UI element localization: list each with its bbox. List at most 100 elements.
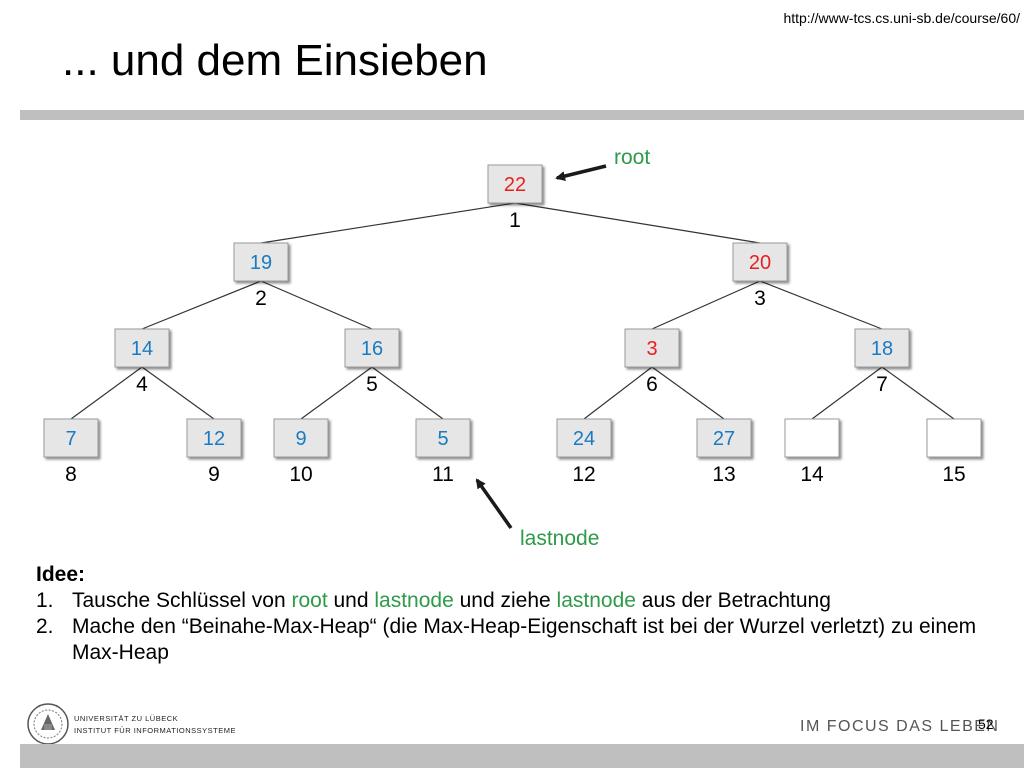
idea-heading: Idee:: [36, 563, 86, 586]
node-key: 9: [295, 428, 306, 450]
idea-text: Tausche Schlüssel von: [72, 589, 292, 612]
idea-section: Idee: 1. Tausche Schlüssel von root und …: [36, 562, 996, 666]
tree-edge: [260, 202, 516, 244]
node-box: [926, 418, 982, 458]
heap-node: 36: [624, 328, 680, 396]
node-key: 27: [713, 428, 735, 450]
tree-edge: [759, 280, 883, 330]
node-box: [854, 328, 910, 368]
footer-slogan: IM FOCUS DAS LEBEN: [800, 718, 1000, 735]
tree-edge: [514, 202, 761, 244]
tree-edge: [300, 366, 373, 420]
tree-edge: [583, 366, 653, 420]
idea-item-1: 1. Tausche Schlüssel von root und lastno…: [36, 588, 996, 614]
item-number: 2.: [36, 615, 54, 638]
university-logo: UNIVERSITÄT ZU LÜBECK INSTITUT FÜR INFOR…: [26, 702, 256, 748]
item-number: 1.: [36, 589, 54, 612]
heap-node: 14 4: [114, 328, 170, 396]
node-index: 6: [646, 373, 658, 396]
node-key: 19: [250, 252, 272, 274]
page-number: 52: [978, 716, 994, 732]
node-index: 12: [572, 463, 595, 486]
node-key: 24: [573, 428, 595, 450]
slide-title: ... und dem Einsieben: [62, 36, 488, 85]
tree-edge: [371, 366, 444, 420]
highlight-lastnode: lastnode: [374, 589, 454, 612]
node-index: 10: [289, 463, 312, 486]
logo-line-2: INSTITUT FÜR INFORMATIONSSYSTEME: [74, 726, 236, 735]
lastnode-label: lastnode: [520, 527, 599, 550]
node-index: 7: [876, 373, 888, 396]
node-key: 7: [65, 428, 76, 450]
node-box: [624, 328, 680, 368]
node-index: 3: [754, 287, 766, 310]
root-label: root: [614, 146, 650, 169]
node-box: [114, 328, 170, 368]
node-box: [784, 418, 840, 458]
idea-list: 1. Tausche Schlüssel von root und lastno…: [36, 588, 996, 666]
highlight-lastnode: lastnode: [556, 589, 636, 612]
node-box: [487, 164, 543, 204]
source-url[interactable]: http://www-tcs.cs.uni-sb.de/course/60/: [783, 10, 1020, 26]
idea-text: Mache den “Beinahe-Max-Heap“ (die Max-He…: [72, 615, 977, 664]
heap-node: 27 13: [696, 418, 752, 486]
heap-node: 14: [784, 418, 840, 486]
node-key: 14: [131, 338, 153, 360]
heap-node: 18 7: [854, 328, 910, 396]
tree-edge: [141, 366, 215, 420]
logo-line-1: UNIVERSITÄT ZU LÜBECK: [74, 714, 179, 723]
heap-node: 24 12: [556, 418, 612, 486]
node-index: 13: [712, 463, 735, 486]
node-box: [186, 418, 242, 458]
highlight-root: root: [291, 589, 328, 612]
node-box: [415, 418, 471, 458]
node-box: [732, 242, 788, 282]
tree-edge: [881, 366, 955, 420]
lastnode-arrow-icon: [475, 478, 513, 530]
tree-edge: [141, 280, 262, 330]
node-key: 18: [871, 338, 893, 360]
idea-text: aus der Betrachtung: [635, 589, 831, 612]
node-index: 4: [136, 373, 148, 396]
heap-node: 78: [43, 418, 99, 486]
node-box: [43, 418, 99, 458]
tree-edge: [260, 280, 373, 330]
heap-node: 9 10: [273, 418, 329, 486]
heap-node: 16 5: [344, 328, 400, 396]
node-box: [696, 418, 752, 458]
heap-node: 129: [186, 418, 242, 486]
node-box: [344, 328, 400, 368]
idea-text: und: [327, 589, 375, 612]
node-key: 5: [437, 428, 448, 450]
node-box: [273, 418, 329, 458]
heap-node: 19 2: [233, 242, 289, 310]
tree-edge: [651, 280, 761, 330]
node-key: 20: [749, 252, 771, 274]
tree-edge: [70, 366, 143, 420]
node-index: 8: [65, 463, 77, 486]
node-index: 5: [366, 373, 378, 396]
tree-edge: [811, 366, 883, 420]
node-index: 9: [208, 463, 220, 486]
footer-bar: [20, 744, 1024, 768]
node-box: [233, 242, 289, 282]
heap-node: 15: [926, 418, 982, 486]
node-index: 15: [942, 463, 965, 486]
idea-text: und ziehe: [453, 589, 557, 612]
node-key: 22: [504, 174, 526, 196]
node-index: 14: [800, 463, 824, 486]
node-index: 2: [255, 287, 267, 310]
root-arrow-icon: [555, 164, 607, 181]
node-key: 16: [361, 338, 383, 360]
title-divider: [20, 110, 1024, 120]
university-seal-icon: [27, 703, 69, 745]
idea-item-2: 2. Mache den “Beinahe-Max-Heap“ (die Max…: [36, 614, 996, 666]
tree-edge: [651, 366, 725, 420]
node-index: 1: [509, 209, 521, 232]
node-key: 3: [646, 338, 657, 360]
node-box: [556, 418, 612, 458]
heap-node: 20 3: [732, 242, 788, 310]
node-index: 11: [432, 463, 454, 486]
heap-node: 5 11: [415, 418, 471, 486]
